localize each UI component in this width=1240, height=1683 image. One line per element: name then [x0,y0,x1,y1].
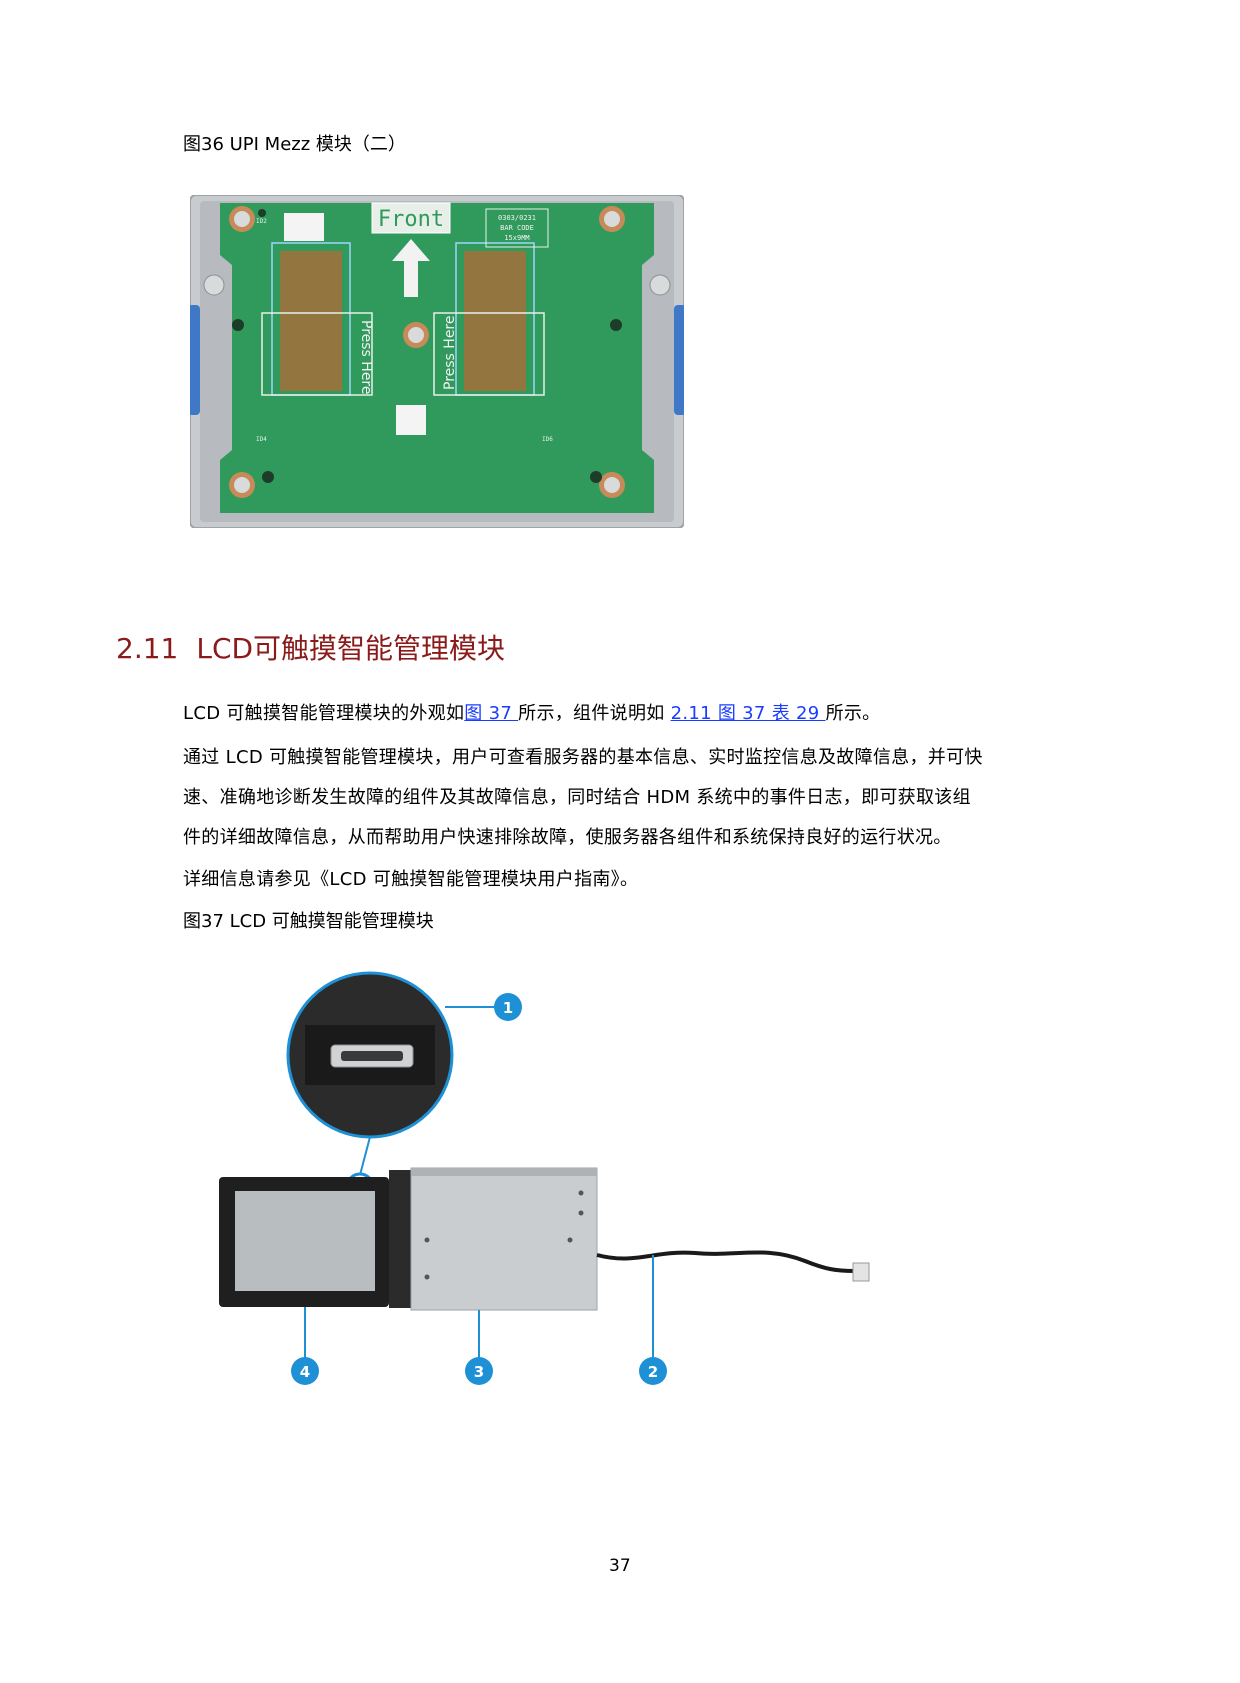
cable [596,1250,856,1273]
qr-code [396,405,426,435]
callout-4 [291,1357,319,1385]
left-connector [280,251,342,391]
upi-mezz-module-image: Front Press Here Press Here 0303/0231 BA… [190,195,684,528]
page-number: 37 [609,1556,631,1576]
callout-3 [465,1357,493,1385]
table29-link[interactable]: 2.11 图 37 表 29 [670,703,826,724]
metal-housing [410,1167,598,1311]
svg-text:4: 4 [300,1363,310,1381]
section-number: 2.11 [116,632,179,665]
svg-text:1: 1 [503,999,513,1017]
description-line-2: 速、准确地诊断发生故障的组件及其故障信息，同时结合 HDM 系统中的事件日志，即… [183,787,971,808]
reference-paragraph: 详细信息请参见《LCD 可触摸智能管理模块用户指南》。 [183,869,639,890]
right-connector [464,251,526,391]
left-latch [190,305,200,415]
svg-text:ID4: ID4 [256,436,267,443]
section-heading: 2.11 LCD可触摸智能管理模块 [116,631,505,667]
svg-text:ID6: ID6 [542,436,553,443]
right-press-here: Press Here [442,316,458,391]
description-line-3: 件的详细故障信息，从而帮助用户快速排除故障，使服务器各组件和系统保持良好的运行状… [183,827,952,848]
figure36-caption: 图36 UPI Mezz 模块（二） [183,134,406,155]
svg-text:3: 3 [474,1363,484,1381]
lcd-screen [235,1191,375,1291]
callout-2 [639,1357,667,1385]
svg-text:BAR CODE: BAR CODE [500,224,534,232]
arrow-up-icon [392,239,430,297]
svg-text:2: 2 [648,1363,658,1381]
left-press-here: Press Here [358,320,374,395]
intro-paragraph: LCD 可触摸智能管理模块的外观如图 37 所示，组件说明如 2.11 图 37… [183,703,881,724]
figure37-link[interactable]: 图 37 [464,703,519,724]
svg-text:ID2: ID2 [256,218,267,225]
figure37-caption: 图37 LCD 可触摸智能管理模块 [183,911,434,932]
svg-text:0303/0231: 0303/0231 [498,214,536,222]
screw-icon [203,206,671,498]
serial-label [284,213,324,241]
section-title: LCD可触摸智能管理模块 [196,632,506,665]
cable-connector [852,1262,870,1282]
callout-1 [494,993,522,1021]
front-label: Front [378,207,444,232]
svg-text:15x9MM: 15x9MM [504,234,529,242]
description-line-1: 通过 LCD 可触摸智能管理模块，用户可查看服务器的基本信息、实时监控信息及故障… [183,747,983,768]
right-latch [674,305,684,415]
lcd-module-image: 1 2 3 4 [219,971,870,1385]
